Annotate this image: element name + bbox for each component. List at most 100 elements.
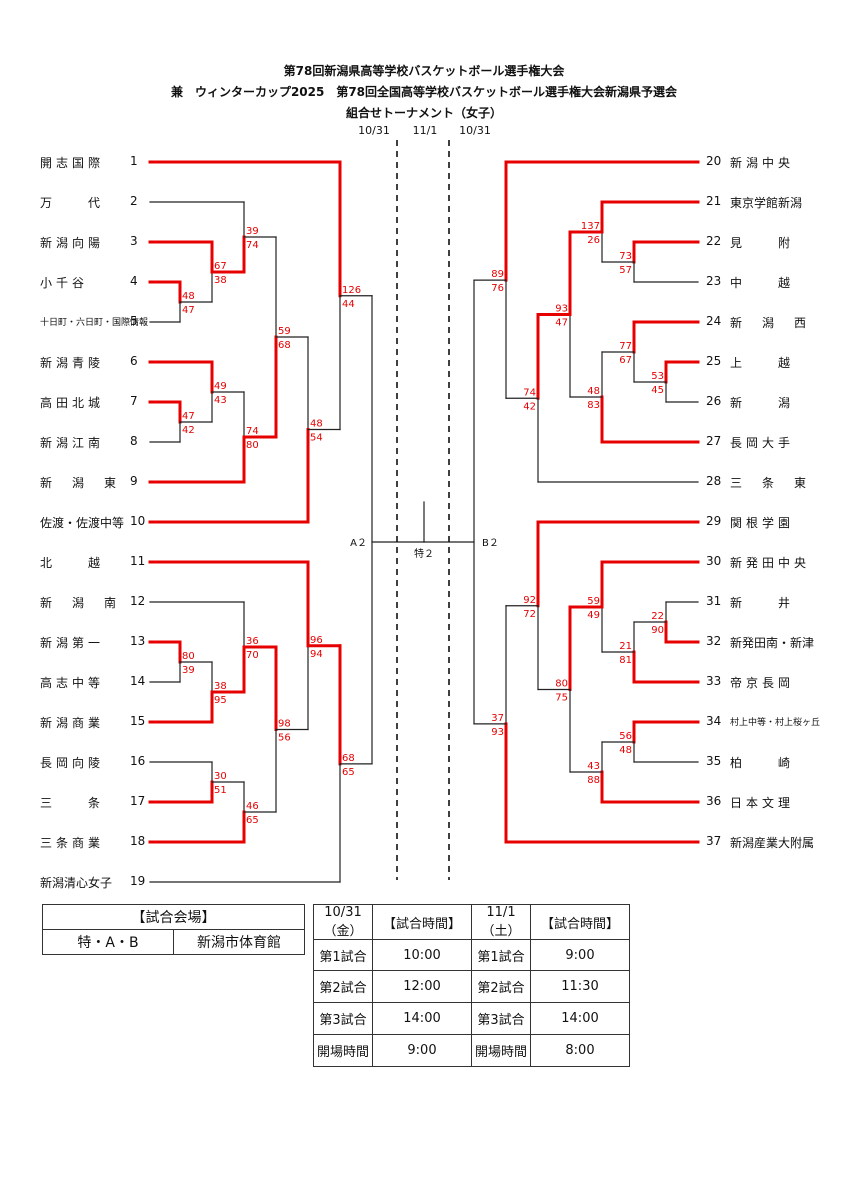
score-label: 74 (246, 240, 259, 251)
schedule-time: 14:00 (530, 1002, 630, 1035)
score-label: 42 (182, 425, 195, 436)
score-label: 67 (619, 355, 632, 366)
team-number: 11 (130, 554, 146, 568)
schedule-label: 第3試合 (313, 1002, 373, 1035)
team-name: 三条商業 (40, 836, 105, 850)
team-name: 新 井 (730, 596, 795, 610)
schedule-time: 8:00 (530, 1034, 630, 1067)
team-name: 関根学園 (730, 516, 795, 530)
team-number: 10 (130, 514, 146, 528)
date-center: 11/1 (412, 124, 438, 137)
tournament-bracket: 4847673839744742494374805968485412644803… (148, 140, 700, 883)
team-name: 村上中等・村上桜ヶ丘 (730, 718, 821, 728)
court-label: B２ (482, 538, 499, 549)
score-label: 68 (278, 340, 291, 351)
team-name: 新発田南・新津 (730, 636, 815, 650)
score-label: 73 (619, 251, 632, 262)
title-line-3: 組合せトーナメント（女子） (345, 106, 502, 120)
team-number: 12 (130, 594, 146, 608)
team-number: 36 (706, 794, 722, 808)
score-label: 38 (214, 275, 227, 286)
team-number: 34 (706, 714, 722, 728)
schedule-table: 10/31（金） 【試合時間】 11/1（土） 【試合時間】 第1試合 10:0… (313, 904, 630, 1067)
score-label: 80 (246, 440, 259, 451)
score-label: 47 (182, 305, 195, 316)
score-label: 67 (214, 261, 227, 272)
score-label: 80 (182, 651, 195, 662)
team-number: 21 (706, 194, 722, 208)
score-label: 53 (651, 371, 664, 382)
team-number: 32 (706, 634, 722, 648)
schedule-label: 第1試合 (313, 939, 373, 971)
score-label: 65 (342, 767, 355, 778)
score-label: 70 (246, 650, 259, 661)
team-number: 30 (706, 554, 722, 568)
score-label: 51 (214, 785, 227, 796)
score-label: 21 (619, 641, 632, 652)
team-name: 新潟江南 (40, 436, 105, 450)
team-name: 帝京長岡 (730, 676, 795, 690)
team-row-20: 新潟中央 20 (706, 154, 794, 171)
team-name: 新 潟 (730, 396, 795, 410)
team-name: 上 越 (730, 356, 795, 370)
score-label: 49 (587, 610, 600, 621)
date-left: 10/31 (358, 124, 390, 137)
schedule-label: 開場時間 (471, 1034, 531, 1067)
team-number: 20 (706, 154, 722, 168)
score-label: 38 (214, 681, 227, 692)
score-label: 42 (523, 401, 536, 412)
score-label: 137 (581, 221, 600, 232)
date-right: 10/31 (459, 124, 491, 137)
score-label: 48 (310, 419, 323, 430)
venue-place: 新潟市体育館 (173, 929, 305, 955)
team-number: 4 (130, 274, 138, 288)
score-label: 46 (246, 801, 259, 812)
team-name: 三 条 東 (730, 476, 811, 490)
venue-header: 【試合会場】 (42, 904, 305, 930)
team-name: 新潟中央 (730, 156, 795, 170)
team-number: 23 (706, 274, 722, 288)
team-name: 高志中等 (40, 676, 105, 690)
score-label: 45 (651, 385, 664, 396)
team-number: 27 (706, 434, 722, 448)
team-name: 長岡大手 (730, 436, 795, 450)
score-label: 26 (587, 235, 600, 246)
score-label: 48 (619, 745, 632, 756)
team-name: 十日町・六日町・国際情報 (40, 318, 149, 328)
team-number: 18 (130, 834, 146, 848)
team-row-27: 長岡大手 27 (706, 434, 794, 451)
day2-label: 11/1（土） (471, 904, 531, 940)
team-row-12: 新 潟 南 12 (40, 594, 145, 611)
team-number: 7 (130, 394, 138, 408)
team-number: 37 (706, 834, 722, 848)
team-number: 13 (130, 634, 146, 648)
team-number: 5 (130, 314, 138, 328)
score-label: 89 (491, 269, 504, 280)
schedule-label: 開場時間 (313, 1034, 373, 1067)
score-label: 88 (587, 775, 600, 786)
team-name: 新 潟 南 (40, 596, 121, 610)
team-number: 25 (706, 354, 722, 368)
team-number: 8 (130, 434, 138, 448)
schedule-time: 14:00 (372, 1002, 472, 1035)
score-label: 68 (342, 753, 355, 764)
team-number: 1 (130, 154, 138, 168)
team-name: 新潟商業 (40, 716, 105, 730)
score-label: 94 (310, 649, 323, 660)
team-number: 28 (706, 474, 722, 488)
team-name: 長岡向陵 (40, 756, 105, 770)
score-label: 39 (182, 665, 195, 676)
score-label: 74 (523, 387, 536, 398)
